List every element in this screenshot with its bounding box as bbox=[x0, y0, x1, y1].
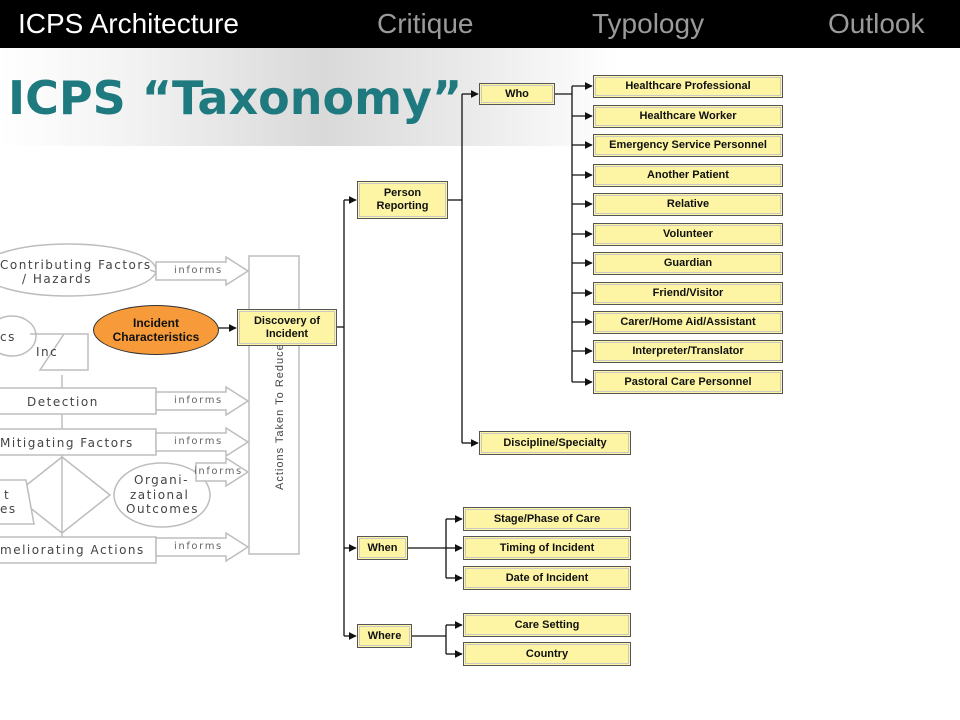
incident-characteristics-line-1: Incident bbox=[132, 316, 179, 330]
informs-arrow-4 bbox=[195, 456, 250, 488]
detection-label: Detection bbox=[27, 395, 99, 409]
discipline-specialty-box: Discipline/Specialty bbox=[479, 431, 631, 455]
organizational-outcomes-label-3: Outcomes bbox=[126, 502, 200, 516]
informs-arrow-3 bbox=[155, 426, 250, 458]
actions-taken-label: Actions Taken To Reduce bbox=[274, 343, 286, 490]
who-box: Who bbox=[479, 83, 555, 105]
informs-arrow-1 bbox=[155, 255, 250, 287]
tree-connectors bbox=[218, 82, 593, 658]
top-navigation-bar: ICPS Architecture Critique Typology Outl… bbox=[0, 0, 960, 48]
slide-title: ICPS “Taxonomy” bbox=[8, 71, 463, 125]
nav-tab-critique[interactable]: Critique bbox=[377, 8, 474, 39]
where-box: Where bbox=[357, 624, 412, 648]
incident-type-shape bbox=[30, 333, 89, 371]
who-item-box: Carer/Home Aid/Assistant bbox=[593, 311, 783, 334]
person-reporting-box: Person Reporting bbox=[357, 181, 448, 219]
informs-label-3: informs bbox=[174, 436, 223, 447]
where-item-box: Care Setting bbox=[463, 613, 631, 637]
when-item-box: Timing of Incident bbox=[463, 536, 631, 560]
who-item-box: Emergency Service Personnel bbox=[593, 134, 783, 157]
nav-tab-icps-architecture[interactable]: ICPS Architecture bbox=[18, 8, 239, 39]
nav-tab-outlook[interactable]: Outlook bbox=[828, 8, 925, 39]
incident-characteristics-node: Incident Characteristics bbox=[93, 305, 219, 355]
when-item-box: Date of Incident bbox=[463, 566, 631, 590]
informs-label-2: informs bbox=[174, 395, 223, 406]
when-item-box: Stage/Phase of Care bbox=[463, 507, 631, 531]
who-item-box: Healthcare Worker bbox=[593, 105, 783, 128]
incident-type-label: Inc bbox=[36, 345, 59, 359]
who-item-box: Pastoral Care Personnel bbox=[593, 370, 783, 394]
who-item-box: Friend/Visitor bbox=[593, 282, 783, 305]
hazards-label: / Hazards bbox=[22, 272, 92, 286]
patient-characteristics-ellipse bbox=[0, 315, 37, 357]
who-item-box: Relative bbox=[593, 193, 783, 216]
informs-arrow-5 bbox=[155, 531, 250, 563]
patient-outcomes-label-2: es bbox=[0, 502, 17, 516]
where-item-box: Country bbox=[463, 642, 631, 666]
mitigating-factors-label: Mitigating Factors bbox=[0, 436, 134, 450]
incident-characteristics-line-2: Characteristics bbox=[112, 330, 200, 344]
patient-outcomes-label-1: t bbox=[4, 488, 11, 502]
who-item-box: Volunteer bbox=[593, 223, 783, 246]
patient-characteristics-label: cs bbox=[0, 330, 16, 344]
ameliorating-actions-box bbox=[0, 536, 157, 564]
discovery-of-incident-box: Discovery of Incident bbox=[237, 309, 337, 346]
who-item-box: Interpreter/Translator bbox=[593, 340, 783, 363]
who-item-box: Healthcare Professional bbox=[593, 75, 783, 98]
nav-tab-typology[interactable]: Typology bbox=[592, 8, 705, 39]
background-diagram bbox=[0, 243, 300, 564]
actions-taken-box bbox=[248, 255, 300, 555]
informs-label-1: informs bbox=[174, 265, 223, 276]
informs-arrow-2 bbox=[155, 385, 250, 417]
informs-label-4: informs bbox=[194, 466, 243, 477]
detection-box bbox=[0, 387, 157, 415]
who-item-box: Another Patient bbox=[593, 164, 783, 187]
organizational-outcomes-label-1: Organi- bbox=[134, 473, 189, 487]
patient-outcomes-shape bbox=[0, 479, 35, 525]
organizational-outcomes-ellipse bbox=[113, 462, 211, 528]
ameliorating-actions-label: meliorating Actions bbox=[0, 543, 145, 557]
who-item-box: Guardian bbox=[593, 252, 783, 275]
when-box: When bbox=[357, 536, 408, 560]
contributing-factors-label: Contributing Factors bbox=[0, 258, 152, 272]
organizational-outcomes-label-2: zational bbox=[130, 488, 190, 502]
informs-label-5: informs bbox=[174, 541, 223, 552]
